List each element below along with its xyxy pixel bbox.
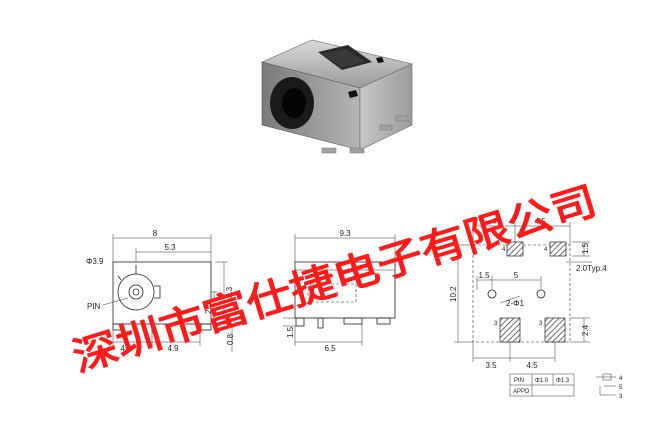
front-dim-right-inner: 2.5 bbox=[204, 302, 213, 314]
fp-dim-bottom-right: 4.5 bbox=[526, 361, 538, 370]
footprint-view: 4 4.5 1.5 2.0Typ.4 10.2 1.5 5 2-Φ1 2.4 3… bbox=[449, 217, 607, 370]
fp-dim-bottom-left: 3.5 bbox=[485, 361, 497, 370]
front-dim-bottom-height: 0.8 bbox=[226, 333, 235, 345]
pad-top-right bbox=[549, 241, 567, 257]
front-dim-top: 8 bbox=[153, 229, 158, 238]
side-dim-top: 9.3 bbox=[339, 229, 351, 238]
fp-pad-label-top-left: 4 bbox=[502, 247, 506, 253]
pin-marker-4: 4 bbox=[619, 376, 623, 382]
fp-pad-label-bottom-left: 3 bbox=[494, 321, 498, 327]
side-dim-bottom: 6.5 bbox=[324, 344, 336, 353]
pin-table-row1-label: PIN bbox=[514, 378, 524, 384]
fp-dim-right-bottom: 2.4 bbox=[581, 324, 590, 336]
fp-dim-left: 10.2 bbox=[449, 286, 458, 302]
side-dim-left: 1.5 bbox=[286, 326, 295, 338]
fp-dim-top-right: 4.5 bbox=[534, 217, 546, 226]
pad-bottom-left bbox=[499, 317, 521, 343]
fp-pad-label-bottom-right: 3 bbox=[539, 321, 543, 327]
pin-table-row1-val2: Φ1.3 bbox=[556, 378, 570, 384]
front-pin-label: PIN bbox=[87, 302, 101, 311]
front-dim-right-outer: 5.3 bbox=[225, 286, 234, 298]
pin-table-row1-val1: Φ1.0 bbox=[535, 378, 549, 384]
fp-dim-hole: 2-Φ1 bbox=[506, 299, 524, 308]
fp-dim-mid-small: 1.5 bbox=[478, 271, 490, 280]
fp-pad-label-top-right: 4 bbox=[544, 247, 548, 253]
pad-bottom-right bbox=[544, 317, 566, 343]
hole-left bbox=[487, 289, 497, 299]
fp-dim-top-left: 4 bbox=[492, 217, 497, 226]
fp-dim-typ: 2.0Typ.4 bbox=[576, 264, 607, 273]
pin-table: PIN Φ1.0 Φ1.3 APPD bbox=[509, 373, 575, 397]
front-dim-bottom-right: 4.9 bbox=[167, 344, 179, 353]
pin-table-row2-label: APPD bbox=[513, 389, 530, 395]
pin-marker-3: 3 bbox=[619, 394, 623, 400]
fp-dim-mid: 5 bbox=[514, 271, 519, 280]
front-dim-diameter: Φ3.9 bbox=[86, 257, 104, 266]
fp-dim-right-top: 1.5 bbox=[581, 242, 590, 254]
front-dim-sub: 5.3 bbox=[164, 243, 176, 252]
pin-schematic: 4 5 3 bbox=[596, 373, 623, 400]
front-dim-bottom-left: 4.9 bbox=[120, 344, 132, 353]
hole-right bbox=[536, 289, 546, 299]
pin-marker-5: 5 bbox=[619, 385, 623, 391]
side-view: 9.3 1.5 6.5 bbox=[283, 229, 396, 353]
product-render bbox=[261, 39, 413, 154]
front-view: 8 5.3 Φ3.9 5.3 2.5 4.9 4.9 0.8 PIN bbox=[86, 229, 235, 353]
